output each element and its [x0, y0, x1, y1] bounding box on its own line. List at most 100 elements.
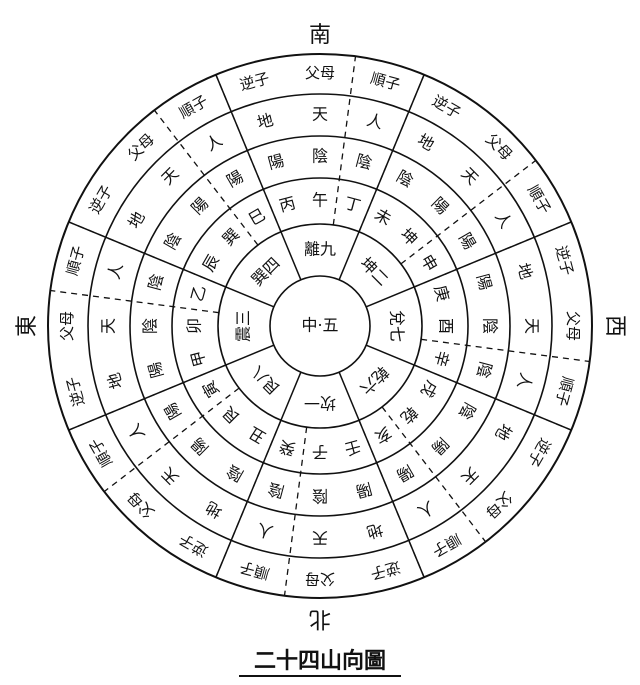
tiandiren-label: 天	[158, 464, 183, 489]
center-label: 中·五	[301, 316, 338, 335]
tiandiren-label: 天	[458, 464, 483, 489]
yinyang-label: 陽	[428, 434, 453, 459]
mountain-label: 癸	[277, 436, 297, 458]
mountain-label: 坤	[397, 225, 422, 250]
tiandiren-label: 地	[491, 420, 515, 443]
sector-dividers	[50, 56, 590, 596]
tiandiren-label: 天	[158, 164, 183, 189]
outer-ring-label: 順子	[86, 435, 117, 470]
tiandiren-label: 地	[104, 371, 126, 391]
outer-ring-label: 順子	[63, 244, 88, 278]
tiandiren-label: 地	[414, 130, 437, 154]
mountain-label: 卯	[185, 318, 204, 334]
outer-ring-label: 逆子	[552, 244, 577, 278]
tiandiren-label: 人	[365, 110, 385, 132]
outer-ring-label: 順子	[552, 375, 577, 409]
tiandiren-label: 人	[414, 497, 437, 521]
outer-ring-label: 順子	[369, 69, 403, 94]
mountain-label: 丑	[245, 423, 268, 447]
yinyang-label: 陽	[223, 167, 246, 191]
trigram-label: 震三	[234, 310, 253, 342]
outer-ring-label: 父母	[58, 311, 76, 341]
ring-4	[129, 135, 511, 517]
yinyang-label: 陽	[161, 399, 185, 422]
outer-ring-label: 逆子	[429, 92, 464, 123]
outer-ring-label: 順子	[524, 182, 555, 217]
tiandiren-label: 地	[514, 261, 536, 281]
sector-labels: 離九坤二兌七乾六坎一艮八震三巽四丙午丁未坤申庚酉辛戌乾亥壬子癸丑艮寅甲卯乙辰巽巳…	[58, 64, 582, 588]
yinyang-label: 陰	[393, 167, 416, 191]
direction-west: 西	[602, 315, 627, 337]
outer-ring-label: 順子	[238, 558, 272, 583]
tiandiren-label: 地	[255, 110, 275, 132]
mountain-label: 辛	[430, 348, 452, 368]
mountain-label: 丙	[277, 193, 297, 215]
tiandiren-label: 天	[458, 164, 483, 189]
ring-2	[217, 223, 423, 429]
ring-6	[47, 53, 593, 599]
yinyang-label: 陽	[187, 434, 212, 459]
ring-5	[87, 93, 553, 559]
tiandiren-label: 地	[202, 497, 225, 521]
trigram-label: 兌七	[388, 310, 407, 342]
mountain-label: 巳	[245, 205, 268, 229]
mountain-label: 戌	[417, 377, 441, 400]
trigram-label: 坤二	[356, 254, 392, 290]
tiandiren-label: 人	[514, 371, 536, 391]
tiandiren-label: 人	[104, 261, 126, 281]
outer-ring-label: 父母	[564, 311, 582, 341]
tiandiren-label: 地	[124, 208, 148, 231]
outer-ring-label: 順子	[176, 92, 211, 123]
ring-circles	[47, 53, 593, 599]
yinyang-label: 陽	[187, 193, 212, 218]
mountain-label: 庚	[430, 283, 452, 303]
mountain-label: 乾	[397, 403, 422, 428]
tiandiren-label: 天	[99, 318, 118, 334]
tiandiren-label: 人	[255, 520, 275, 542]
trigram-label: 巽四	[248, 254, 284, 290]
outer-ring-label: 父母	[124, 130, 158, 164]
trigram-label: 離九	[304, 240, 336, 259]
mountain-label: 申	[417, 251, 441, 274]
yinyang-label: 陰	[473, 360, 495, 380]
mountain-label: 丁	[342, 193, 362, 215]
outer-ring-label: 逆子	[86, 182, 117, 217]
diagram-caption: 二十四山向圖	[254, 648, 386, 674]
mountain-label: 子	[312, 443, 328, 462]
yinyang-label: 陽	[455, 229, 479, 252]
yinyang-label: 陰	[481, 318, 500, 334]
mountain-label: 酉	[437, 318, 456, 334]
mountain-label: 寅	[199, 377, 223, 400]
outer-ring-label: 順子	[429, 530, 464, 561]
mountain-label: 亥	[371, 423, 394, 447]
mountain-label: 乙	[187, 283, 209, 303]
outer-ring-label: 逆子	[63, 375, 88, 409]
outer-ring-label: 父母	[482, 130, 516, 164]
mountain-label: 辰	[199, 251, 223, 274]
outer-ring-label: 父母	[305, 64, 335, 82]
tiandiren-label: 天	[523, 318, 542, 334]
tiandiren-label: 天	[312, 105, 328, 124]
yinyang-label: 陽	[354, 479, 374, 501]
ring-1	[269, 275, 371, 377]
outer-ring-label: 逆子	[238, 69, 272, 94]
yinyang-label: 陰	[141, 318, 160, 334]
trigram-label: 坎一	[304, 394, 336, 413]
outer-ring-label: 父母	[124, 488, 158, 522]
mountain-label: 巽	[219, 225, 244, 250]
direction-north: 北	[309, 606, 331, 631]
yinyang-label: 陰	[266, 479, 286, 501]
mountain-label: 午	[312, 191, 328, 210]
yinyang-label: 陰	[455, 399, 479, 422]
outer-ring-label: 逆子	[369, 558, 403, 583]
yinyang-label: 陰	[223, 461, 246, 485]
yinyang-label: 陰	[354, 151, 374, 173]
mountain-label: 壬	[342, 436, 362, 458]
yinyang-label: 陽	[473, 272, 495, 292]
ring-3	[171, 177, 469, 475]
outer-ring-label: 逆子	[176, 530, 211, 561]
mountain-label: 甲	[187, 348, 209, 368]
tiandiren-label: 人	[491, 208, 515, 231]
